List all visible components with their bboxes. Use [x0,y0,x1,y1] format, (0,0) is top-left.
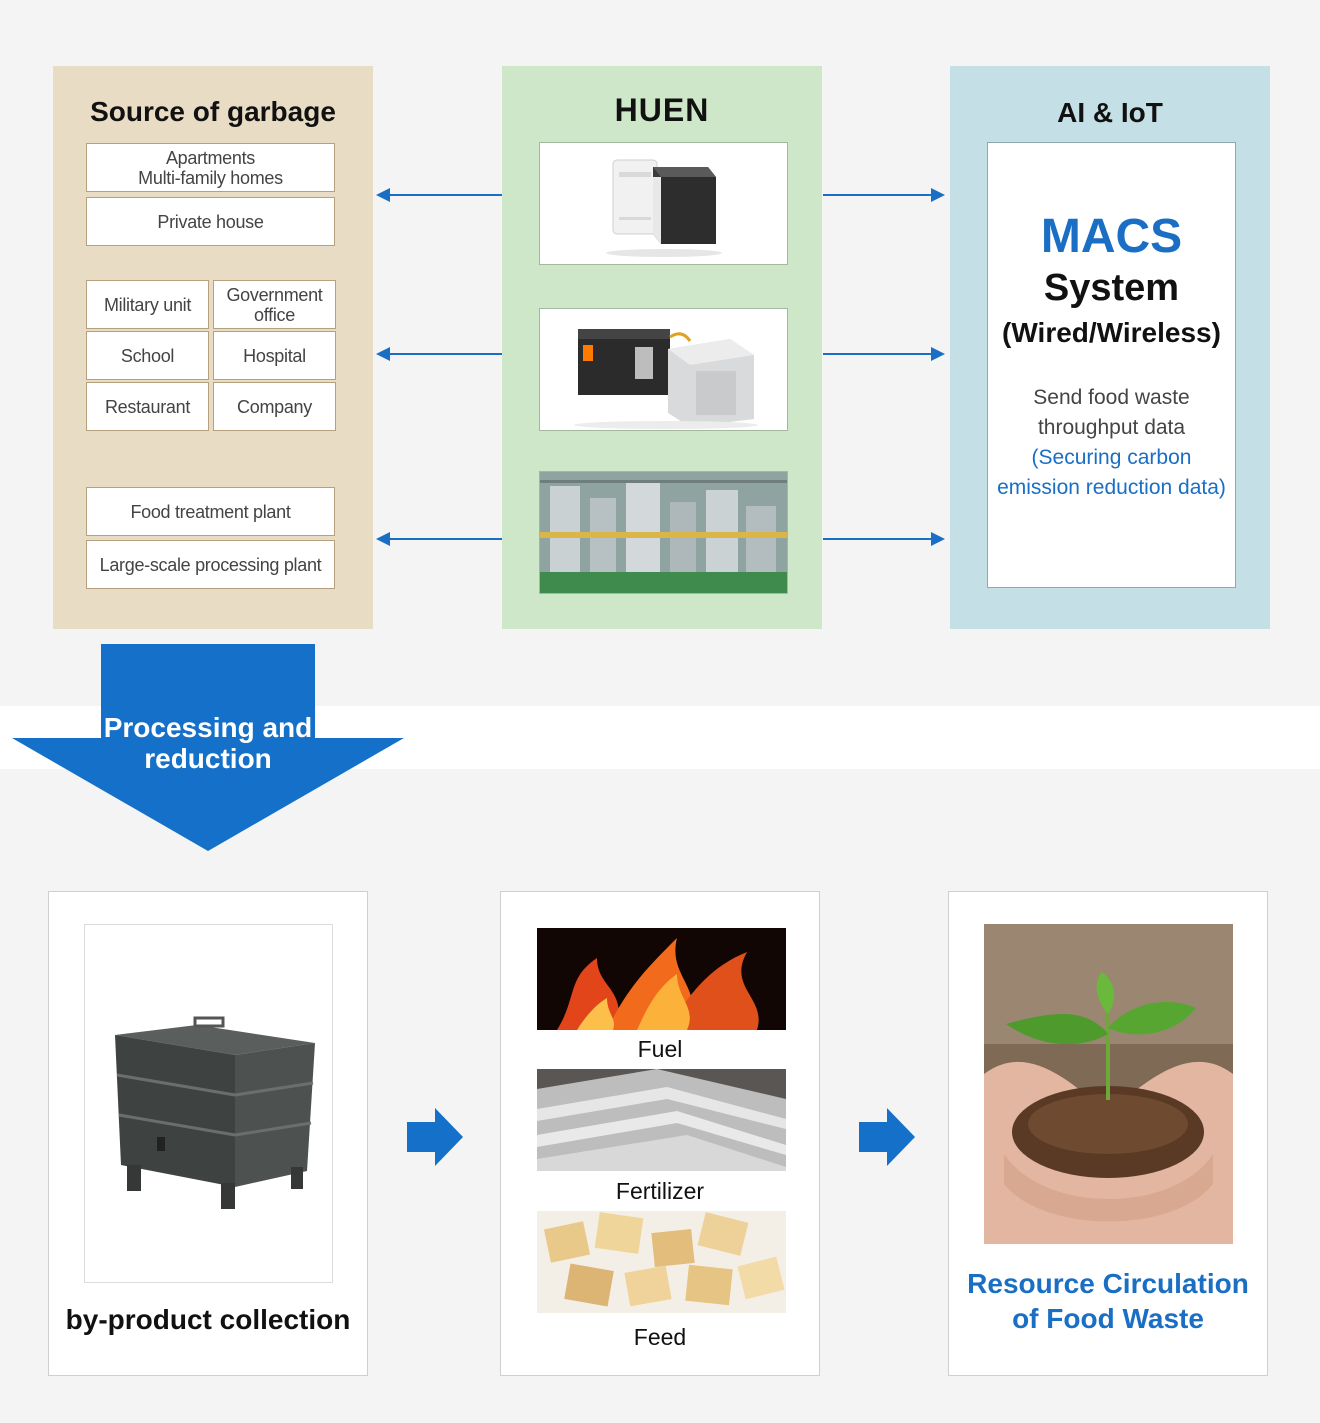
source-title: Source of garbage [90,96,336,127]
processing-line2: reduction [144,743,272,774]
macs-desc-line2: throughput data [1037,416,1186,439]
macs-desc-line1: Send food waste [1033,386,1190,409]
fertilizer-illustration [537,1069,786,1171]
macs-system-label: System [1043,267,1180,309]
macs-highlight-line1: (Securing carbon [1031,446,1192,469]
macs-description: Send food waste throughput data [988,383,1235,443]
result-line2: of Food Waste [1012,1303,1204,1334]
macs-highlight-line2: emission reduction data) [997,476,1226,499]
fuel-caption: Fuel [637,1036,683,1062]
source-large-scale-plant: Large-scale processing plant [86,540,335,589]
fertilizer-caption: Fertilizer [615,1178,705,1204]
right-arrow-1 [407,1108,463,1166]
commercial-machine-illustration [574,329,758,429]
right-arrow-2 [859,1108,915,1166]
arrow-to-ai-2 [823,347,945,361]
arrow-to-source-3 [376,532,502,546]
feed-image [537,1211,786,1313]
processing-label: Processing and reduction [58,712,358,774]
government-line2: office [254,304,295,325]
sprout-image [984,924,1233,1244]
ai-iot-title: AI & IoT [1057,97,1163,128]
arrow-to-source-2 [376,347,502,361]
result-line1: Resource Circulation [967,1268,1249,1299]
source-private-house: Private house [86,197,335,246]
processing-plant-image [539,471,788,594]
arrow-to-ai-3 [823,532,945,546]
byproduct-caption: by-product collection [65,1304,351,1335]
processing-down-arrow [12,644,404,851]
macs-title: MACS [1040,210,1183,263]
source-hospital: Hospital [213,331,336,380]
compost-bin-illustration [115,1016,315,1209]
feed-illustration [537,1211,786,1313]
source-restaurant: Restaurant [86,382,209,431]
apartments-line1: Apartments [165,147,256,168]
arrow-to-source-1 [376,188,502,202]
household-machine-illustration [606,159,722,257]
fire-illustration [537,928,786,1030]
macs-box: MACS System (Wired/Wireless) Send food w… [987,142,1236,588]
arrow-to-ai-1 [823,188,945,202]
government-line1: Government [226,284,323,305]
sprout-in-hands-illustration [984,924,1233,1244]
source-company: Company [213,382,336,431]
household-machine-image [539,142,788,265]
processing-plant-illustration [540,472,787,593]
macs-mode-label: (Wired/Wireless) [1002,317,1221,348]
source-food-treatment-plant: Food treatment plant [86,487,335,536]
fuel-image [537,928,786,1030]
fertilizer-image [537,1069,786,1171]
processing-line1: Processing and [103,712,313,743]
compost-bin-image [84,924,333,1283]
source-school: School [86,331,209,380]
huen-logo: HUEN [614,92,710,128]
apartments-line2: Multi-family homes [138,167,283,188]
result-caption: Resource Circulation of Food Waste [948,1266,1268,1336]
macs-highlight: (Securing carbon emission reduction data… [988,443,1235,503]
commercial-machine-image [539,308,788,431]
feed-caption: Feed [633,1324,687,1350]
source-military-unit: Military unit [86,280,209,329]
